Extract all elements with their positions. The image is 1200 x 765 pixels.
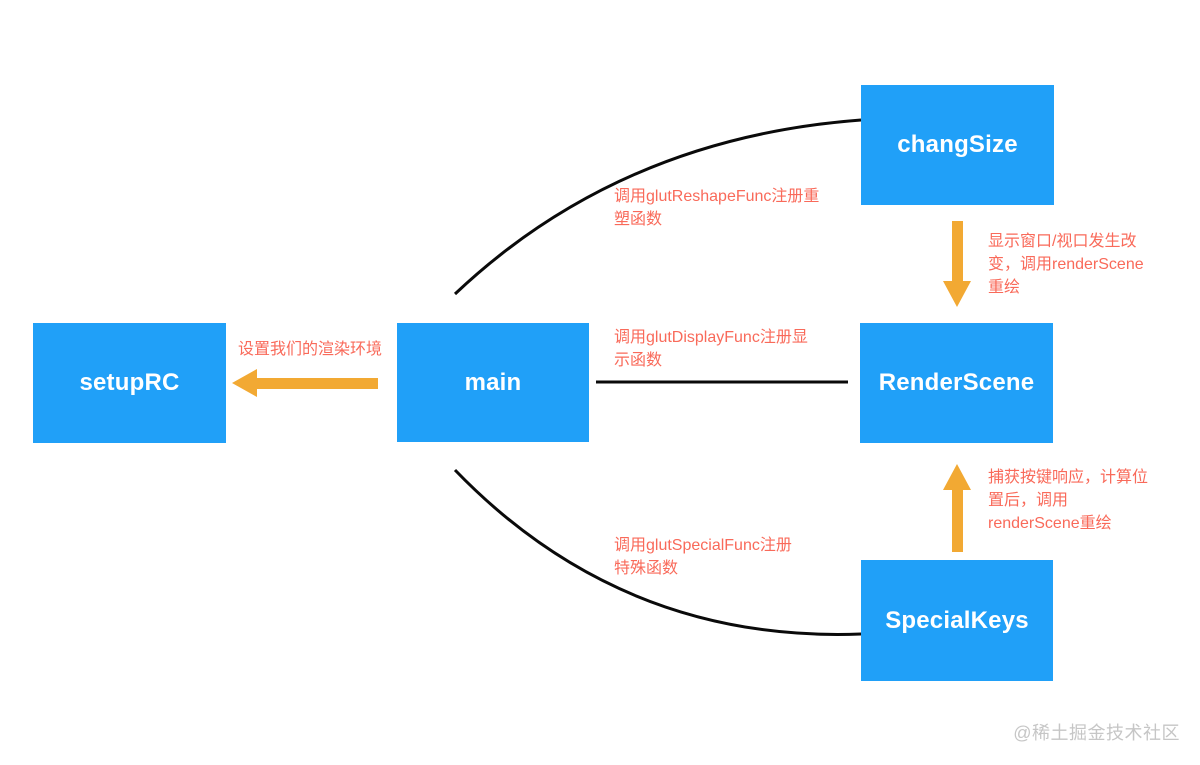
annotation-line: 设置我们的渲染环境 <box>238 341 383 358</box>
node-renderscene: RenderScene <box>860 323 1053 443</box>
annotation-line: 置后，调用 <box>988 492 1069 509</box>
node-changsize-label: changSize <box>897 131 1018 158</box>
node-main-label: main <box>464 368 522 396</box>
arrow-changsize-to-renderscene-icon <box>943 221 971 307</box>
annotation-setup-rc: 设置我们的渲染环境 <box>238 338 382 361</box>
node-setuprc: setupRC <box>33 323 226 443</box>
node-specialkeys-label: SpecialKeys <box>885 606 1029 634</box>
node-main: main <box>397 323 589 442</box>
node-setuprc-label: setupRC <box>79 369 180 396</box>
connector-main-to-specialkeys <box>453 468 862 636</box>
annotation-line: 调用glutReshapeFunc注册重 <box>614 188 820 205</box>
annotation-glutreshapefunc: 调用glutReshapeFunc注册重 塑函数 <box>614 185 819 231</box>
annotation-keys-effect: 捕获按键响应，计算位 置后，调用 renderScene重绘 <box>988 466 1148 535</box>
annotation-line: 变，调用renderScene <box>988 256 1144 273</box>
annotation-line: 捕获按键响应，计算位 <box>988 469 1149 486</box>
node-changsize: changSize <box>861 85 1054 205</box>
annotation-line: 特殊函数 <box>614 560 679 577</box>
annotation-resize-effect: 显示窗口/视口发生改 变，调用renderScene 重绘 <box>988 230 1144 299</box>
annotation-line: renderScene重绘 <box>988 515 1112 532</box>
annotation-line: 重绘 <box>988 279 1021 296</box>
arrow-specialkeys-to-renderscene-icon <box>943 464 971 552</box>
annotation-line: 示函数 <box>614 352 663 369</box>
node-specialkeys: SpecialKeys <box>861 560 1053 681</box>
connector-main-to-changsize <box>453 118 862 296</box>
annotation-line: 显示窗口/视口发生改 <box>988 233 1137 250</box>
annotation-line: 调用glutDisplayFunc注册显 <box>614 329 808 346</box>
annotation-line: 塑函数 <box>614 211 663 228</box>
annotation-line: 调用glutSpecialFunc注册 <box>614 537 792 554</box>
watermark-text: @稀土掘金技术社区 <box>1013 723 1180 743</box>
node-renderscene-label: RenderScene <box>878 369 1035 396</box>
annotation-glutspecialfunc: 调用glutSpecialFunc注册 特殊函数 <box>614 534 792 580</box>
annotation-glutdisplayfunc: 调用glutDisplayFunc注册显 示函数 <box>614 326 808 372</box>
arrow-main-to-setuprc-icon <box>232 369 378 397</box>
